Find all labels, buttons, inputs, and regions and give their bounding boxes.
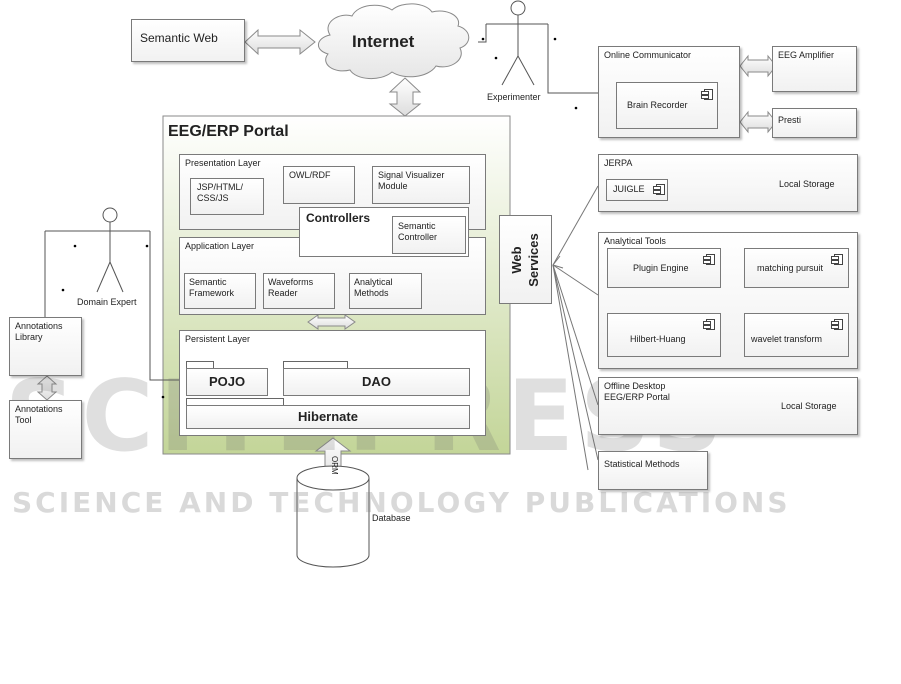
semantic-web-label: Semantic Web	[140, 31, 218, 45]
juigle-box[interactable]: JUIGLE	[606, 179, 668, 201]
semantic-web-internet-arrow	[244, 28, 316, 56]
annotations-library-label: Annotations Library	[15, 321, 63, 343]
plugin-engine-box[interactable]: Plugin Engine	[607, 248, 721, 288]
statistical-methods-box[interactable]: Statistical Methods	[598, 451, 708, 490]
semantic-controller-label: Semantic Controller	[398, 221, 438, 243]
statistical-methods-label: Statistical Methods	[604, 459, 680, 469]
pojo-label: POJO	[208, 374, 246, 389]
internet-cloud	[318, 3, 470, 79]
annotations-arrow	[36, 375, 58, 401]
annotations-library-box[interactable]: Annotations Library	[9, 317, 82, 376]
signal-visualizer-box[interactable]: Signal Visualizer Module	[372, 166, 470, 204]
component-icon	[831, 319, 843, 330]
component-icon	[703, 254, 715, 265]
presti-arrow	[739, 110, 777, 134]
semantic-framework-label: Semantic Framework	[189, 277, 235, 299]
jerpa-title: JERPA	[604, 158, 633, 168]
dao-box[interactable]: DAO	[283, 368, 470, 396]
dao-tab	[283, 361, 348, 368]
hilbert-huang-label: Hilbert-Huang	[630, 334, 686, 344]
semantic-controller-box[interactable]: Semantic Controller	[392, 216, 466, 254]
jerpa-local-storage-label: Local Storage	[779, 179, 835, 189]
waveforms-reader-box[interactable]: Waveforms Reader	[263, 273, 335, 309]
offline-desktop-box[interactable]: Offline Desktop EEG/ERP Portal	[598, 377, 858, 435]
presti-box[interactable]: Presti	[772, 108, 857, 138]
web-services-connectors	[552, 185, 599, 471]
pojo-tab	[186, 361, 214, 368]
owl-label: OWL/RDF	[289, 170, 331, 180]
eeg-amplifier-label: EEG Amplifier	[778, 50, 835, 60]
experimenter-label: Experimenter	[487, 92, 541, 102]
presti-label: Presti	[778, 115, 802, 125]
wavelet-transform-label: wavelet transform	[751, 334, 823, 344]
database-cylinder	[296, 465, 370, 568]
matching-pursuit-box[interactable]: matching pursuit	[744, 248, 849, 288]
dao-label: DAO	[362, 374, 391, 389]
jsp-box[interactable]: JSP/HTML/ CSS/JS	[190, 178, 264, 215]
brain-recorder-box[interactable]: Brain Recorder	[616, 82, 718, 129]
online-communicator-title: Online Communicator	[604, 50, 692, 60]
analytical-methods-label: Analytical Methods	[354, 277, 393, 299]
analytical-methods-box[interactable]: Analytical Methods	[349, 273, 422, 309]
internet-label: Internet	[352, 32, 415, 51]
matching-pursuit-label: matching pursuit	[757, 263, 824, 273]
hibernate-box[interactable]: Hibernate	[186, 405, 470, 429]
owl-box[interactable]: OWL/RDF	[283, 166, 355, 204]
controllers-title: Controllers	[306, 211, 371, 225]
semantic-framework-box[interactable]: Semantic Framework	[184, 273, 256, 309]
domain-expert-label: Domain Expert	[77, 297, 137, 307]
component-icon	[653, 184, 665, 195]
juigle-label: JUIGLE	[613, 184, 645, 194]
web-services-box[interactable]: Web Services	[499, 215, 552, 304]
hibernate-tab	[186, 398, 284, 405]
signal-visualizer-label: Signal Visualizer Module	[378, 170, 445, 192]
pojo-box[interactable]: POJO	[186, 368, 268, 396]
hibernate-label: Hibernate	[298, 409, 358, 424]
annotations-tool-label: Annotations Tool	[15, 404, 63, 426]
jsp-label: JSP/HTML/ CSS/JS	[197, 182, 244, 204]
component-icon	[831, 254, 843, 265]
internet-portal-arrow	[388, 77, 422, 117]
web-services-label: Web Services	[509, 233, 543, 287]
offline-local-storage-label: Local Storage	[781, 401, 837, 411]
annotations-tool-box[interactable]: Annotations Tool	[9, 400, 82, 459]
amplifier-arrow	[739, 54, 777, 78]
persistent-layer-title: Persistent Layer	[185, 334, 251, 344]
brain-recorder-label: Brain Recorder	[627, 100, 688, 110]
hilbert-huang-box[interactable]: Hilbert-Huang	[607, 313, 721, 357]
plugin-engine-label: Plugin Engine	[633, 263, 689, 273]
web-services-line2: Services	[525, 232, 541, 287]
domain-expert-figure	[44, 207, 186, 381]
app-persistent-arrow	[307, 314, 356, 330]
experimenter-figure	[478, 0, 598, 94]
web-services-line1: Web	[508, 245, 524, 274]
semantic-web-box[interactable]: Semantic Web	[131, 19, 245, 62]
portal-title: EEG/ERP Portal	[168, 123, 289, 140]
waveforms-reader-label: Waveforms Reader	[268, 277, 314, 299]
offline-desktop-title: Offline Desktop EEG/ERP Portal	[604, 381, 670, 403]
presentation-layer-title: Presentation Layer	[185, 158, 261, 168]
wavelet-transform-box[interactable]: wavelet transform	[744, 313, 849, 357]
database-label: Database	[372, 513, 411, 523]
component-icon	[703, 319, 715, 330]
application-layer-title: Application Layer	[185, 241, 255, 251]
analytical-tools-title: Analytical Tools	[604, 236, 666, 246]
eeg-amplifier-box[interactable]: EEG Amplifier	[772, 46, 857, 92]
orm-label: ORM	[330, 456, 339, 475]
component-icon	[701, 89, 713, 100]
